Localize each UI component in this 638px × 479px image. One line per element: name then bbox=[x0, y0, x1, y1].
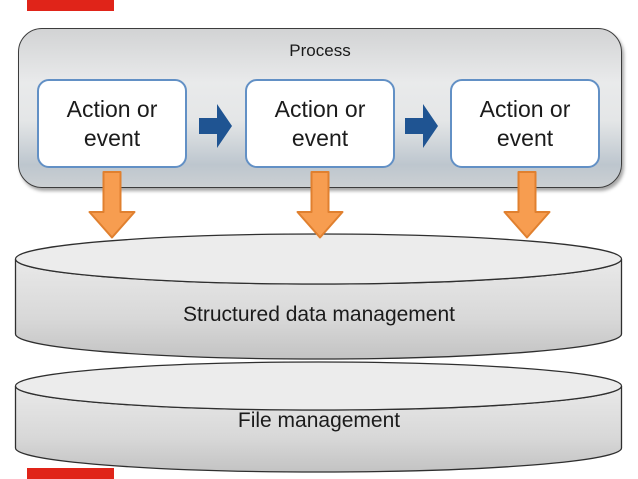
step-box-3-label: Action or event bbox=[479, 95, 571, 151]
accent-bar-bottom bbox=[27, 468, 114, 479]
process-group-title: Process bbox=[289, 41, 351, 60]
cylinder-structured-data bbox=[14, 233, 623, 360]
accent-bar-top bbox=[27, 0, 114, 11]
step-box-2-label: Action or event bbox=[274, 95, 366, 151]
layer-label-file-management: File management bbox=[237, 409, 401, 432]
down-arrow-icon bbox=[296, 171, 344, 239]
step-box-1-label: Action or event bbox=[66, 95, 158, 151]
layer-label-structured-data: Structured data management bbox=[183, 303, 455, 326]
down-arrow-icon bbox=[503, 171, 551, 239]
down-arrow-icon bbox=[88, 171, 136, 239]
step-box-1: Action or event bbox=[37, 79, 187, 168]
step-box-2: Action or event bbox=[245, 79, 395, 168]
step-box-3: Action or event bbox=[450, 79, 600, 168]
